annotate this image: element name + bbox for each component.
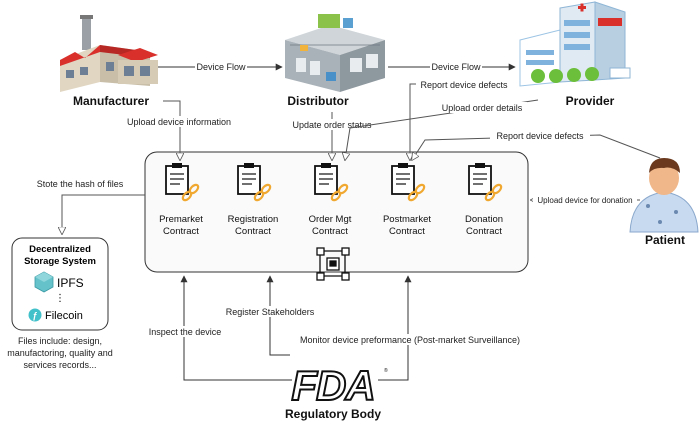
arrow-inspect-device [180, 275, 292, 381]
storage-ellipsis: ⋮ [55, 293, 65, 304]
clipboard-icon [314, 165, 338, 195]
clipboard-icon [391, 165, 415, 195]
label-device-flow-1: Device Flow [196, 62, 246, 72]
svg-text:ƒ: ƒ [32, 311, 37, 321]
contract-line1: Order Mgt [309, 214, 352, 225]
contract-donation: Donation Contract [465, 163, 503, 237]
clipboard-icon [165, 165, 189, 195]
provider-label: Provider [566, 94, 615, 108]
regulatory-body-label: Regulatory Body [285, 407, 381, 421]
filecoin-label: Filecoin [45, 310, 83, 322]
patient-label: Patient [645, 233, 685, 247]
label-monitor-performance: Monitor device preformance (Post-market … [300, 335, 520, 345]
label-report-defects-provider: Report device defects [420, 80, 508, 90]
contract-line2: Contract [466, 226, 502, 237]
clipboard-icon [468, 165, 492, 195]
chain-link-icon [407, 183, 426, 202]
label-store-hash: Stote the hash of files [37, 179, 124, 189]
contract-line2: Contract [163, 226, 199, 237]
chain-link-icon [330, 183, 349, 202]
blockchain-network-icon [316, 247, 350, 281]
fda-logo-text: FDA [291, 362, 374, 409]
label-upload-device-info: Upload device information [127, 117, 231, 127]
storage-box [11, 237, 109, 331]
contract-postmarket: Postmarket Contract [383, 163, 431, 237]
ipfs-label: IPFS [57, 276, 84, 290]
label-upload-order-details: Upload order details [442, 103, 523, 113]
contract-line1: Premarket [159, 214, 203, 225]
files-note-line1: Files include: design, [18, 336, 102, 346]
contract-premarket: Premarket Contract [159, 163, 203, 237]
storage-title-line2: Storage System [24, 256, 96, 267]
contract-line2: Contract [389, 226, 425, 237]
filecoin-icon: ƒ [28, 308, 42, 322]
label-upload-donation: Upload device for donation [537, 196, 632, 205]
contract-order-mgt: Order Mgt Contract [309, 163, 352, 237]
fda-logo: FDA ® [290, 361, 388, 410]
chain-link-icon [253, 183, 272, 202]
arrow-register-stakeholders [266, 275, 290, 356]
ipfs-icon [34, 271, 54, 293]
chain-link-icon [181, 183, 200, 202]
clipboard-icon [237, 165, 261, 195]
arrow-store-hash [62, 194, 145, 234]
contract-line1: Postmarket [383, 214, 431, 225]
label-inspect-device: Inspect the device [149, 327, 222, 337]
distributor-label: Distributor [287, 94, 349, 108]
chain-link-icon [484, 183, 503, 202]
arrow-upload-device-info [163, 100, 180, 160]
contract-line2: Contract [312, 226, 348, 237]
files-note-line3: services records... [23, 360, 96, 370]
contract-line1: Registration [228, 214, 279, 225]
factory-icon [60, 15, 158, 92]
svg-text:®: ® [384, 367, 388, 374]
storage-title-line1: Decentralized [29, 244, 91, 255]
warehouse-icon [285, 14, 385, 92]
contract-line1: Donation [465, 214, 503, 225]
arrow-monitor-performance [378, 275, 412, 381]
label-device-flow-2: Device Flow [431, 62, 481, 72]
label-register-stakeholders: Register Stakeholders [226, 307, 315, 317]
contract-line2: Contract [235, 226, 271, 237]
label-report-defects-patient: Report device defects [496, 131, 584, 141]
patient-icon [629, 158, 699, 233]
label-update-order-status: Update order status [292, 120, 372, 130]
manufacturer-label: Manufacturer [73, 94, 149, 108]
hospital-icon [519, 1, 631, 87]
arrow-report-defects-provider [410, 83, 512, 160]
files-note-line2: manufactoring, quality and [7, 348, 113, 358]
contract-registration: Registration Contract [228, 163, 279, 237]
